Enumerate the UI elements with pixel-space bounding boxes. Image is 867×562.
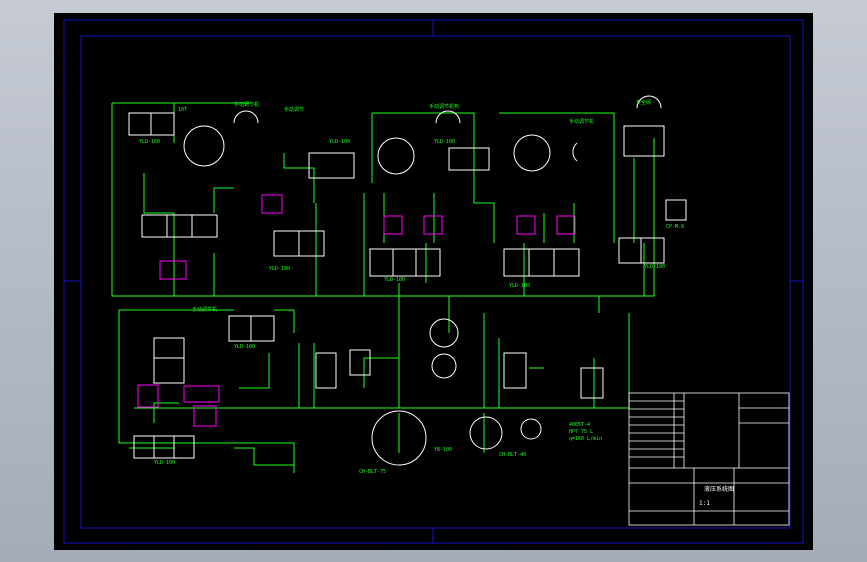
pipelines [111, 102, 655, 473]
scale-text: 1:1 [699, 500, 710, 507]
label-t4: YLD-100 [434, 139, 455, 145]
label-note-2: HP7 75 L [569, 429, 593, 435]
title-block [628, 392, 790, 526]
drawing-sheet: 手动调节机 手动调节 手动调节机构 手动调节机 安全阀 手动调节机 YLD-16… [54, 13, 813, 550]
label-t2: 10T [178, 107, 187, 113]
label-manual-1: 手动调节机 [234, 101, 259, 108]
label-pump1: CH-BLT-75 [359, 469, 386, 475]
highlighted-elements [137, 194, 576, 427]
label-t7: YLD-100 [509, 283, 530, 289]
label-manual-4: 手动调节机 [569, 118, 594, 125]
label-manual-3: 手动调节机构 [429, 103, 459, 110]
label-note-3: q=160 L/min [569, 436, 602, 442]
label-manual-2: 手动调节 [284, 106, 304, 113]
label-t9: YLD-100 [234, 344, 255, 350]
label-t8: YLD-100 [644, 264, 665, 270]
hydraulic-schematic: 手动调节机 手动调节 手动调节机构 手动调节机 安全阀 手动调节机 YLD-16… [63, 19, 804, 544]
label-tank: YB-100 [434, 447, 452, 453]
label-t3: YLD-100 [329, 139, 350, 145]
label-note-1: 4005T-4 [569, 422, 590, 428]
label-safety: 安全阀 [636, 99, 651, 106]
label-t6: YLD-100 [384, 277, 405, 283]
label-t10: YLD-100 [154, 460, 175, 466]
label-manual-6: 手动调节机 [192, 306, 217, 313]
label-t5: YLD-100 [269, 266, 290, 272]
sheet-border [63, 19, 804, 544]
label-t11: CP-M.8 [666, 224, 684, 230]
label-t1: YLD-160 [139, 139, 160, 145]
label-pump2: CH-BLT-40 [499, 452, 526, 458]
title-text: 液压系统图 [704, 485, 734, 493]
components [128, 95, 687, 466]
